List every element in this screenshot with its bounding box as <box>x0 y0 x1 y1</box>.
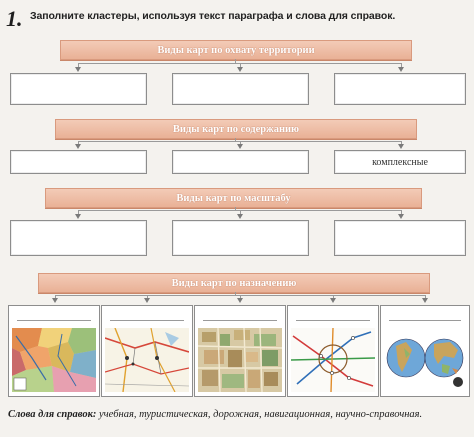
answer-line[interactable] <box>296 320 370 321</box>
purpose-card[interactable] <box>380 305 470 397</box>
section-title-coverage: Виды карт по охвату территории <box>60 40 412 60</box>
task-instruction: Заполните кластеры, используя текст пара… <box>30 10 396 22</box>
purpose-card[interactable] <box>287 305 379 397</box>
cluster-box[interactable] <box>172 220 309 256</box>
cluster-box[interactable] <box>334 73 466 105</box>
section-title-purpose: Виды карт по назначению <box>38 273 430 293</box>
purpose-card[interactable] <box>101 305 193 397</box>
reference-label: Слова для справок: <box>8 409 97 420</box>
reference-word-list: учебная, туристическая, дорожная, навига… <box>99 409 423 420</box>
answer-line[interactable] <box>203 320 277 321</box>
city-plan-map-image <box>198 328 282 392</box>
purpose-card[interactable] <box>8 305 100 397</box>
metro-scheme-image <box>291 328 375 392</box>
cluster-box[interactable] <box>172 150 309 174</box>
cluster-box[interactable] <box>10 150 147 174</box>
section-title-content: Виды карт по содержанию <box>55 119 417 139</box>
purpose-card[interactable] <box>194 305 286 397</box>
answer-line[interactable] <box>389 320 461 321</box>
task-number: 1. <box>6 6 23 31</box>
road-map-image <box>105 328 189 392</box>
world-globe-map-image <box>384 328 466 392</box>
cluster-box[interactable] <box>10 73 147 105</box>
cluster-box-complex: комплексные <box>334 150 466 174</box>
cluster-box[interactable] <box>334 220 466 256</box>
reference-words: Слова для справок: учебная, туристическа… <box>8 409 422 420</box>
section-title-scale: Виды карт по масштабу <box>45 188 422 208</box>
cluster-box[interactable] <box>10 220 147 256</box>
political-map-image <box>12 328 96 392</box>
answer-line[interactable] <box>17 320 91 321</box>
cluster-box[interactable] <box>172 73 309 105</box>
answer-line[interactable] <box>110 320 184 321</box>
